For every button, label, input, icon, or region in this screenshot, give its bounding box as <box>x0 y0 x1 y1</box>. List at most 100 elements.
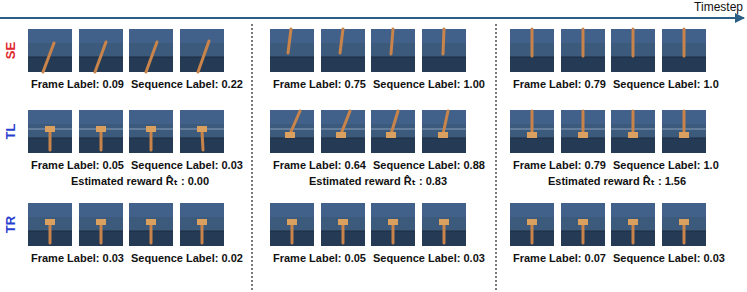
cartpole-frame <box>321 203 365 246</box>
frame-part <box>150 131 153 150</box>
frame-part <box>561 29 605 72</box>
frame-part <box>531 224 534 243</box>
frame-part <box>662 29 706 72</box>
frame-part <box>531 111 534 134</box>
value-label: Frame Label: 0.79 <box>513 78 606 91</box>
frame-part <box>439 219 449 225</box>
frame-part <box>578 219 588 225</box>
cartpole-frame <box>371 29 415 72</box>
frame-part <box>388 219 398 225</box>
cartpole-frame <box>561 203 605 246</box>
frame-part <box>96 126 106 132</box>
frame-part <box>510 110 554 153</box>
frame-part <box>422 29 466 72</box>
cartpole-frame <box>561 29 605 72</box>
frame-part <box>582 111 585 134</box>
frame-part <box>582 224 585 243</box>
cartpole-frame <box>510 110 554 153</box>
frame-part <box>43 43 54 72</box>
frame-part <box>632 29 635 56</box>
frame-part <box>338 219 348 225</box>
frame-part <box>180 203 224 246</box>
value-label: Sequence Label: 0.03 <box>613 252 725 265</box>
value-label: Frame Label: 0.09 <box>31 78 124 91</box>
row-label: TL <box>5 123 20 139</box>
frame-part <box>49 224 52 243</box>
frame-part <box>146 219 156 225</box>
frame-part <box>79 29 123 72</box>
frame-part <box>611 203 655 246</box>
frame-part <box>129 29 173 72</box>
frame-part <box>422 203 466 246</box>
frame-part <box>290 111 300 134</box>
frame-part <box>321 110 365 153</box>
frame-part <box>341 111 350 134</box>
frame-part <box>371 110 415 153</box>
cartpole-frame <box>611 110 655 153</box>
frame-part <box>438 132 448 138</box>
cartpole-frame <box>129 110 173 153</box>
value-label: Frame Label: 0.75 <box>273 78 366 91</box>
frame-part <box>340 29 343 53</box>
value-label: Frame Label: 0.07 <box>513 252 606 265</box>
frame-part <box>628 219 638 225</box>
value-label: Sequence Label: 0.03 <box>131 159 243 172</box>
value-label: Sequence Label: 1.00 <box>373 78 485 91</box>
frame-part <box>422 110 466 153</box>
frame-part <box>510 29 554 72</box>
frame-part <box>679 219 689 225</box>
cartpole-frame <box>129 29 173 72</box>
frame-part <box>270 110 314 153</box>
frame-part <box>443 224 446 243</box>
frame-part <box>45 219 55 225</box>
frame-part <box>391 29 393 54</box>
frame-part <box>611 29 655 72</box>
frame-part <box>49 131 52 150</box>
cartpole-frame <box>561 110 605 153</box>
cartpole-frame <box>129 203 173 246</box>
cartpole-frame <box>321 110 365 153</box>
frame-part <box>443 29 444 54</box>
frame-part <box>443 111 448 134</box>
cartpole-frame <box>28 203 72 246</box>
frame-part <box>582 29 585 56</box>
frame-part <box>180 110 224 153</box>
value-label: Sequence Label: 1.0 <box>613 159 719 172</box>
frame-part <box>632 224 635 243</box>
frame-part <box>79 203 123 246</box>
cartpole-frame <box>510 29 554 72</box>
frame-part <box>180 29 224 72</box>
frame-part <box>79 110 123 153</box>
frame-part <box>129 110 173 153</box>
cartpole-frame <box>79 203 123 246</box>
value-label: Sequence Label: 1.0 <box>613 78 719 91</box>
frame-part <box>129 203 173 246</box>
cartpole-frame <box>180 110 224 153</box>
cartpole-frame <box>180 203 224 246</box>
frame-part <box>679 132 689 138</box>
frame-part <box>527 132 537 138</box>
cartpole-frame <box>28 29 72 72</box>
value-label: Sequence Label: 0.03 <box>373 252 485 265</box>
frame-part <box>578 132 588 138</box>
cartpole-frame <box>611 29 655 72</box>
cartpole-frame <box>611 203 655 246</box>
frame-part <box>198 41 209 72</box>
frame-part <box>202 131 203 150</box>
frame-part <box>28 110 72 153</box>
frame-part <box>95 42 106 72</box>
cartpole-frame <box>180 29 224 72</box>
value-label: Sequence Label: 0.22 <box>131 78 243 91</box>
frame-part <box>96 219 106 225</box>
cartpole-frame <box>662 203 706 246</box>
cartpole-frame <box>662 29 706 72</box>
value-label: Estimated reward R̂ₜ : 0.00 <box>71 175 209 188</box>
frame-part <box>100 131 103 150</box>
cartpole-frame <box>371 110 415 153</box>
cartpole-frame <box>270 110 314 153</box>
row-label: SE <box>5 41 20 58</box>
frame-part <box>287 219 297 225</box>
frame-part <box>371 203 415 246</box>
